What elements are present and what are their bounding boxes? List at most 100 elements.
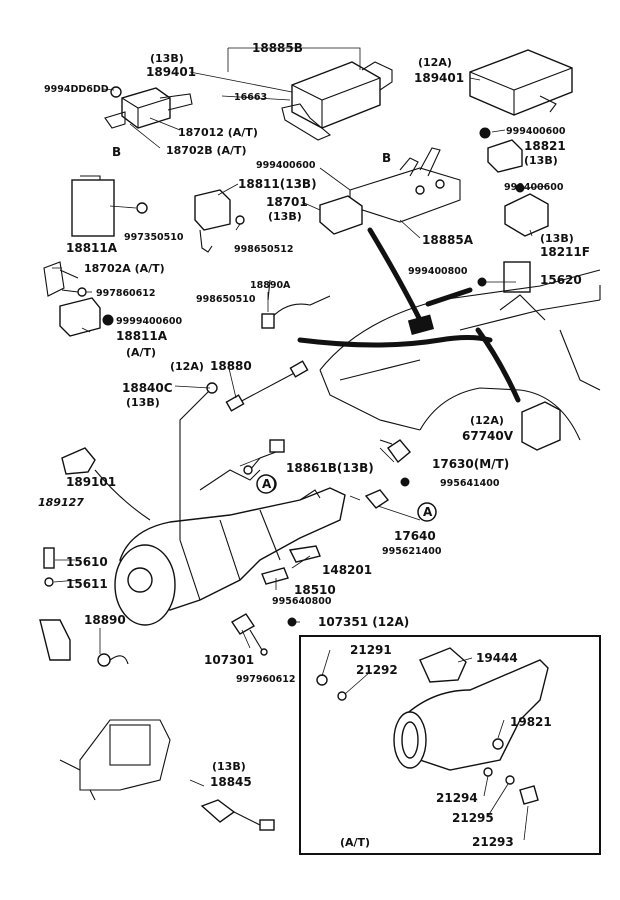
label-a-a: A bbox=[262, 477, 272, 491]
label-18211f: 18211F bbox=[540, 245, 590, 259]
part-labels: 18885B (13B) 189401 (12A) 189401 9994DD6… bbox=[38, 41, 590, 849]
relay-18811a-at bbox=[59, 297, 114, 337]
control-unit-12a bbox=[469, 49, 573, 116]
label-997960612: 997960612 bbox=[236, 674, 296, 685]
sensor-18890 bbox=[39, 619, 129, 667]
label-19444: 19444 bbox=[476, 651, 518, 665]
harness-wire-3 bbox=[425, 287, 473, 307]
label-999400600-a: 999400600 bbox=[506, 126, 566, 137]
relay-18811a bbox=[71, 175, 148, 237]
label-18701: 18701 bbox=[266, 195, 308, 209]
label-13b-e: (13B) bbox=[126, 396, 160, 409]
label-148201: 148201 bbox=[322, 563, 372, 577]
label-17640: 17640 bbox=[394, 529, 436, 543]
switch-17630 bbox=[379, 439, 411, 464]
label-107351: 107351 (12A) bbox=[318, 615, 409, 629]
label-18845: 18845 bbox=[210, 775, 252, 789]
label-999400600-c: 999400600 bbox=[504, 182, 564, 193]
label-997350510: 997350510 bbox=[124, 232, 184, 243]
label-b-b: B bbox=[382, 151, 391, 165]
label-189101: 189101 bbox=[66, 475, 116, 489]
label-15611: 15611 bbox=[66, 577, 108, 591]
label-9999400600: 9999400600 bbox=[116, 316, 182, 327]
label-15610: 15610 bbox=[66, 555, 108, 569]
module-18701 bbox=[319, 195, 363, 235]
label-at-a: (A/T) bbox=[126, 346, 156, 359]
label-107301: 107301 bbox=[204, 653, 254, 667]
engine-block bbox=[59, 719, 171, 801]
label-12a-b: (12A) bbox=[170, 360, 204, 373]
control-unit-13b bbox=[281, 61, 393, 141]
relay-187012 bbox=[104, 86, 193, 129]
sensor-18861b bbox=[243, 439, 285, 475]
label-at-b: (A/T) bbox=[340, 836, 370, 849]
switch-15610 bbox=[43, 547, 55, 587]
label-999400800: 999400800 bbox=[408, 266, 468, 277]
transmission bbox=[114, 469, 346, 626]
harness-wire-2 bbox=[297, 335, 493, 348]
label-18510: 18510 bbox=[294, 583, 336, 597]
label-187012: 187012 (A/T) bbox=[178, 126, 258, 139]
label-18702b: 18702B (A/T) bbox=[166, 144, 247, 157]
harness-wire-4 bbox=[475, 327, 521, 403]
at-inset-box bbox=[299, 635, 601, 855]
label-16663: 16663 bbox=[234, 92, 267, 103]
switch-17640 bbox=[364, 477, 410, 509]
label-9994: 9994DD6DD bbox=[44, 84, 109, 95]
label-b-a: B bbox=[112, 145, 121, 159]
bracket-18702a bbox=[43, 261, 87, 297]
label-13b-a: (13B) bbox=[150, 52, 184, 65]
label-17630: 17630(M/T) bbox=[432, 457, 509, 471]
label-998650512: 998650512 bbox=[234, 244, 294, 255]
sensor-18821 bbox=[479, 127, 523, 173]
label-19821: 19821 bbox=[510, 715, 552, 729]
at-housing bbox=[316, 647, 549, 805]
label-13b-d: (13B) bbox=[540, 232, 574, 245]
leader-lines bbox=[52, 47, 549, 841]
label-18912: 189127 bbox=[38, 496, 84, 509]
label-21295: 21295 bbox=[452, 811, 494, 825]
label-18702a: 18702A (A/T) bbox=[84, 262, 165, 275]
label-18861b: 18861B(13B) bbox=[286, 461, 374, 475]
relay-15620 bbox=[477, 261, 531, 293]
bracket-18885a bbox=[349, 147, 461, 223]
label-189401-a: 189401 bbox=[146, 65, 196, 79]
label-18880: 18880 bbox=[210, 359, 252, 373]
label-18890: 18890 bbox=[84, 613, 126, 627]
label-18885a: 18885A bbox=[422, 233, 474, 247]
reference-marker-a-2 bbox=[417, 502, 437, 522]
label-21292: 21292 bbox=[356, 663, 398, 677]
cable-end-18880 bbox=[206, 360, 309, 412]
label-998650510: 998650510 bbox=[196, 294, 256, 305]
label-13b-f: (13B) bbox=[212, 760, 246, 773]
label-18811: 18811(13B) bbox=[238, 177, 317, 191]
label-999400600-b: 999400600 bbox=[256, 160, 316, 171]
reference-marker-a-1 bbox=[256, 474, 276, 494]
label-18890a: 18890A bbox=[250, 280, 291, 291]
switch-189101 bbox=[61, 447, 151, 521]
sensor-148201 bbox=[288, 545, 321, 563]
coil-18211f bbox=[504, 183, 549, 237]
label-12a-c: (12A) bbox=[470, 414, 504, 427]
cable-18880 bbox=[179, 369, 301, 540]
label-21293: 21293 bbox=[472, 835, 514, 849]
label-995621400: 995621400 bbox=[382, 546, 442, 557]
label-18811a-b: 18811A bbox=[116, 329, 168, 343]
label-997860612: 997860612 bbox=[96, 288, 156, 299]
label-18811a: 18811A bbox=[66, 241, 118, 255]
sensor-18845 bbox=[200, 799, 275, 831]
label-13b-b: (13B) bbox=[524, 154, 558, 167]
label-21294: 21294 bbox=[436, 791, 478, 805]
label-15620: 15620 bbox=[540, 273, 582, 287]
label-12a-a: (12A) bbox=[418, 56, 452, 69]
relay-18811 bbox=[194, 189, 245, 253]
label-a-b: A bbox=[423, 505, 433, 519]
label-995641400: 995641400 bbox=[440, 478, 500, 489]
label-18821: 18821 bbox=[524, 139, 566, 153]
sensor-107301 bbox=[231, 613, 297, 656]
label-67740v: 67740V bbox=[462, 429, 514, 443]
sensor-18510 bbox=[261, 567, 289, 585]
label-995640800: 995640800 bbox=[272, 596, 332, 607]
harness-wire-1 bbox=[367, 227, 423, 323]
